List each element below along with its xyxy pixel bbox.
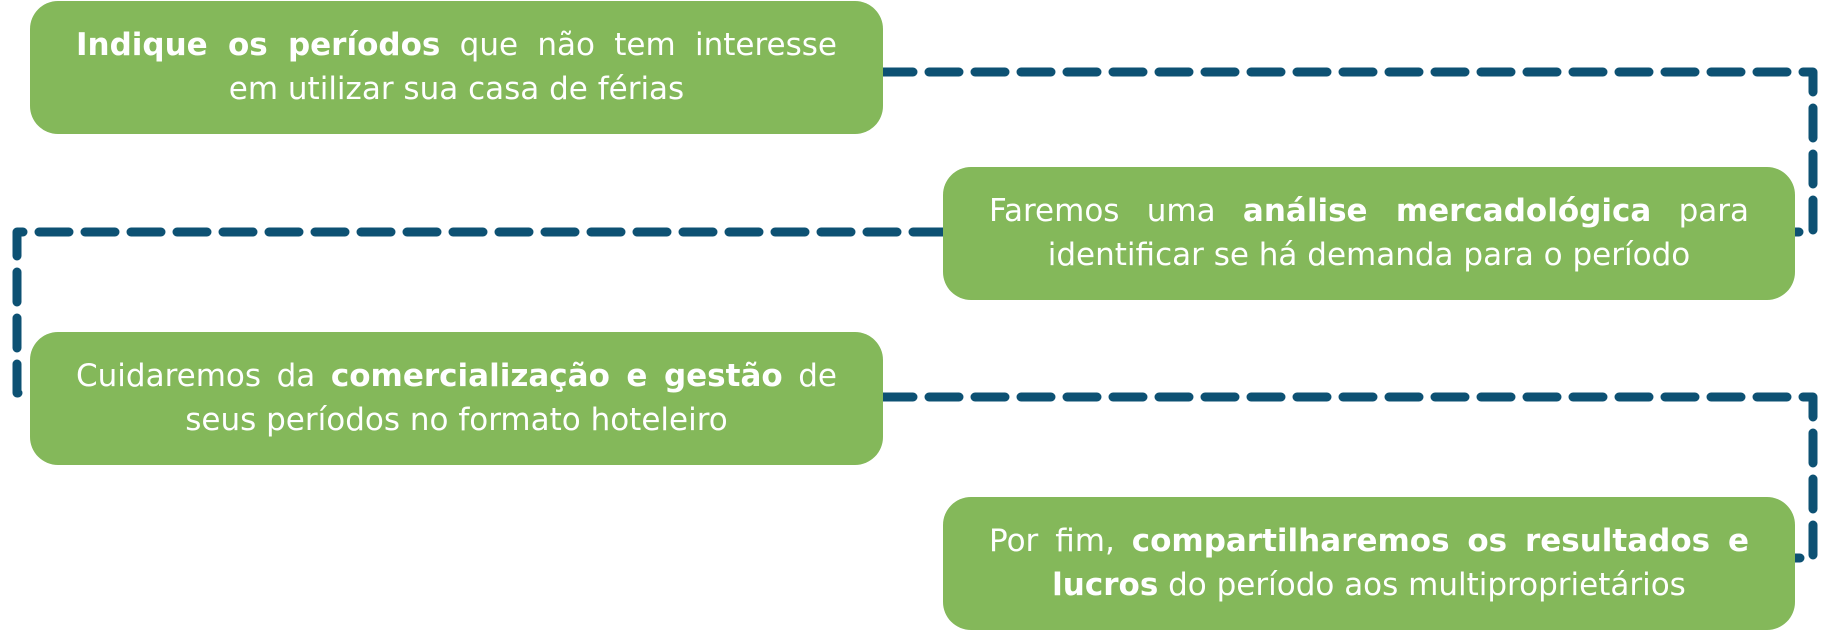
step-4-text: Por fim, compartilharemos os resultados … xyxy=(989,520,1749,607)
connector-3-4 xyxy=(878,392,1818,563)
step-2-text: Faremos uma análise mercadológica para i… xyxy=(989,190,1749,277)
step-2-before: Faremos uma xyxy=(989,193,1243,230)
step-3-before: Cuidaremos da xyxy=(76,358,331,395)
connector-1-2 xyxy=(878,67,1818,237)
step-3-after: de seus períodos no formato hoteleiro xyxy=(185,358,838,438)
step-2-box: Faremos uma análise mercadológica para i… xyxy=(943,167,1795,300)
step-1-text: Indique os períodos que não tem interess… xyxy=(76,24,837,111)
step-3-text: Cuidaremos da comercialização e gestão d… xyxy=(76,355,837,442)
step-2-after: para identificar se há demanda para o pe… xyxy=(1047,193,1749,273)
step-1-bold: Indique os períodos xyxy=(76,27,441,64)
connector-2-3 xyxy=(12,227,948,398)
step-1-box: Indique os períodos que não tem interess… xyxy=(30,1,883,134)
step-3-box: Cuidaremos da comercialização e gestão d… xyxy=(30,332,883,465)
step-2-bold: análise mercadológica xyxy=(1242,193,1652,230)
step-4-bold: compartilharemos os resultados e lucros xyxy=(1052,523,1749,603)
step-4-box: Por fim, compartilharemos os resultados … xyxy=(943,497,1795,630)
step-3-bold: comercialização e gestão xyxy=(330,358,783,395)
step-4-after: do período aos multiproprietários xyxy=(1158,566,1686,603)
step-1-after: que não tem interesse em utilizar sua ca… xyxy=(228,27,837,107)
step-4-before: Por fim, xyxy=(989,523,1132,560)
